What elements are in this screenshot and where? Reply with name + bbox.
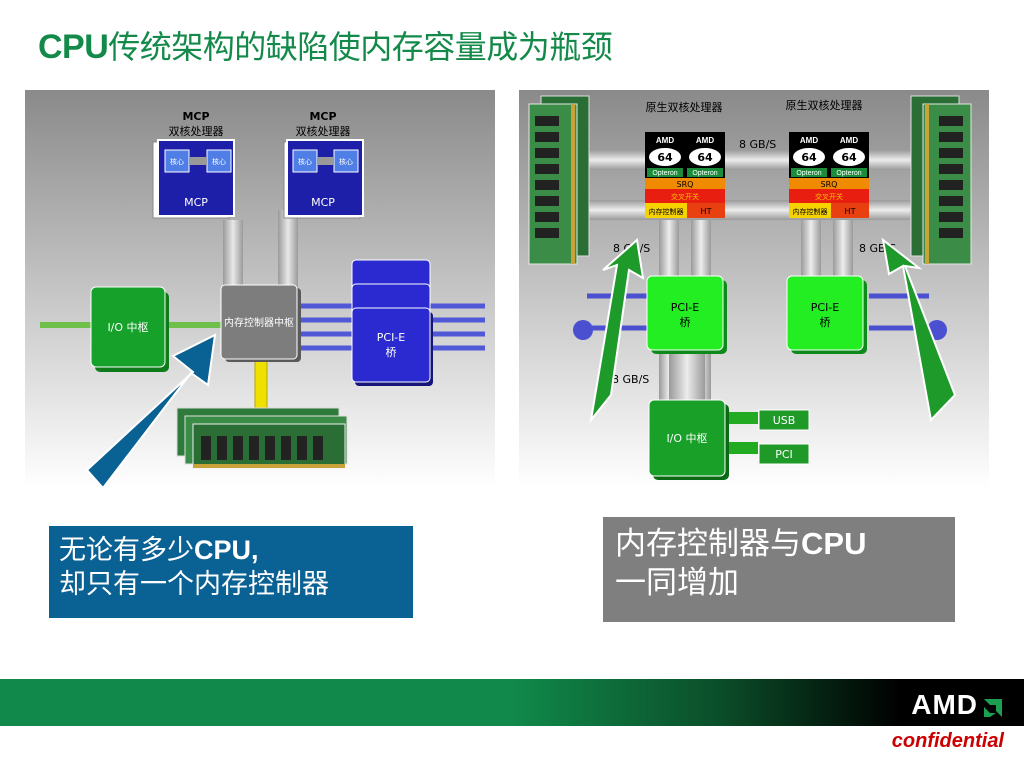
cpu2-mem-ctrl: 内存控制器	[793, 207, 828, 216]
bandwidth-bottom: 8 GB/S	[612, 373, 649, 386]
opteron-cpu-1: AMD AMD 64 64 Opteron Opteron SRQ 交叉开关 内…	[645, 132, 725, 218]
mem-hub-label: 内存控制器中枢	[224, 316, 294, 329]
footer-bar	[0, 679, 1024, 726]
pcie-bridge-1: PCI-E 桥	[646, 275, 727, 354]
svg-text:64: 64	[657, 151, 673, 164]
pcie1-label: PCI-E	[671, 301, 700, 314]
svg-text:64: 64	[697, 151, 713, 164]
left-caption-line1-text: 无论有多少	[59, 535, 194, 566]
pci-label: PCI	[775, 448, 793, 461]
memory-module-icon	[528, 95, 590, 265]
pci-controller: PCI	[758, 443, 810, 465]
left-caption: 无论有多少CPU, 却只有一个内存控制器	[49, 526, 413, 618]
cpu2-brand-a: AMD	[800, 136, 818, 145]
mcp2-label: MCP	[311, 196, 335, 209]
cpu1-opteron-b: Opteron	[692, 170, 717, 177]
pcie-bridge-stack: PCI-E 桥	[351, 259, 433, 386]
memory-module-icon	[910, 95, 972, 265]
confidential-label: confidential	[891, 730, 1004, 752]
usb-controller: USB	[758, 409, 810, 431]
io-hub-label: I/O 中枢	[107, 320, 148, 334]
io-hub: I/O 中枢	[90, 286, 169, 372]
pcie-label: PCI-E	[377, 331, 406, 344]
slide-title: CPU传统架构的缺陷使内存容量成为瓶颈	[38, 22, 613, 68]
memory-controller-hub: 内存控制器中枢	[220, 284, 301, 362]
slide-title-prefix: CPU	[38, 28, 109, 66]
usb-label: USB	[773, 414, 796, 427]
mcp1-subtitle: 双核处理器	[169, 124, 224, 138]
mcp2-subtitle: 双核处理器	[296, 124, 351, 138]
pcie1-bridge: 桥	[680, 316, 691, 329]
cpu2-opteron-b: Opteron	[836, 170, 861, 177]
mcp1-core-b: 核心	[212, 157, 226, 166]
right-diagram: 原生双核处理器 AMD AMD 64 64 Opteron Opteron SR…	[519, 90, 989, 488]
cpu1-brand-a: AMD	[656, 136, 674, 145]
svg-text:64: 64	[801, 151, 817, 164]
svg-text:64: 64	[841, 151, 857, 164]
right-caption-line1-text: 内存控制器与	[615, 526, 801, 562]
left-diagram: 核心 核心 MCP MCP 双核处理器 核心 核心 MCP MCP 双核处理器 …	[25, 90, 495, 488]
up-arrow-icon	[881, 237, 957, 423]
pcie2-bridge: 桥	[820, 316, 831, 329]
cpu1-title: 原生双核处理器	[646, 100, 723, 114]
cpu2-crossbar: 交叉开关	[815, 192, 843, 201]
amd-logo-icon	[982, 694, 1004, 717]
cpu2-ht: HT	[845, 207, 856, 216]
io-hub: I/O 中枢	[648, 399, 729, 480]
mcp1-label: MCP	[184, 196, 208, 209]
cpu1-mem-ctrl: 内存控制器	[649, 207, 684, 216]
pcie2-label: PCI-E	[811, 301, 840, 314]
cpu2-srq: SRQ	[821, 180, 838, 189]
mcp1-core-a: 核心	[170, 157, 184, 166]
mcp2-title: MCP	[309, 110, 336, 123]
cpu1-brand-b: AMD	[696, 136, 714, 145]
left-caption-line2: 却只有一个内存控制器	[59, 568, 329, 600]
mcp-processor-1: 核心 核心 MCP	[152, 139, 235, 219]
bridge-label: 桥	[386, 346, 397, 359]
cpu2-title: 原生双核处理器	[786, 98, 863, 112]
up-arrow-icon	[85, 333, 217, 488]
up-arrow-icon	[589, 238, 645, 424]
amd-logo: AMD	[911, 689, 1004, 721]
cpu1-srq: SRQ	[677, 180, 694, 189]
io-hub-label: I/O 中枢	[666, 431, 707, 445]
cpu2-opteron-a: Opteron	[796, 170, 821, 177]
mcp2-core-b: 核心	[339, 157, 353, 166]
cpu2-brand-b: AMD	[840, 136, 858, 145]
cpu1-crossbar: 交叉开关	[671, 192, 699, 201]
cpu1-opteron-a: Opteron	[652, 170, 677, 177]
left-caption-line1: 无论有多少CPU,	[59, 534, 403, 568]
opteron-cpu-2: AMD AMD 64 64 Opteron Opteron SRQ 交叉开关 内…	[789, 132, 869, 218]
right-caption: 内存控制器与CPU 一同增加	[603, 517, 955, 622]
bandwidth-top: 8 GB/S	[739, 138, 776, 151]
memory-module-icon	[176, 407, 348, 469]
right-caption-line2: 一同增加	[615, 564, 739, 601]
mcp-processor-2: 核心 核心 MCP	[283, 139, 364, 219]
cpu1-ht: HT	[701, 207, 712, 216]
right-caption-line1: 内存控制器与CPU	[615, 525, 943, 564]
slide-title-rest: 传统架构的缺陷使内存容量成为瓶颈	[108, 28, 613, 66]
amd-logo-text: AMD	[911, 689, 978, 720]
left-caption-line1-cpu: CPU,	[194, 535, 259, 565]
mcp1-title: MCP	[182, 110, 209, 123]
right-caption-line1-cpu: CPU	[801, 526, 867, 561]
mcp2-core-a: 核心	[298, 157, 312, 166]
pcie-bridge-2: PCI-E 桥	[786, 275, 867, 354]
